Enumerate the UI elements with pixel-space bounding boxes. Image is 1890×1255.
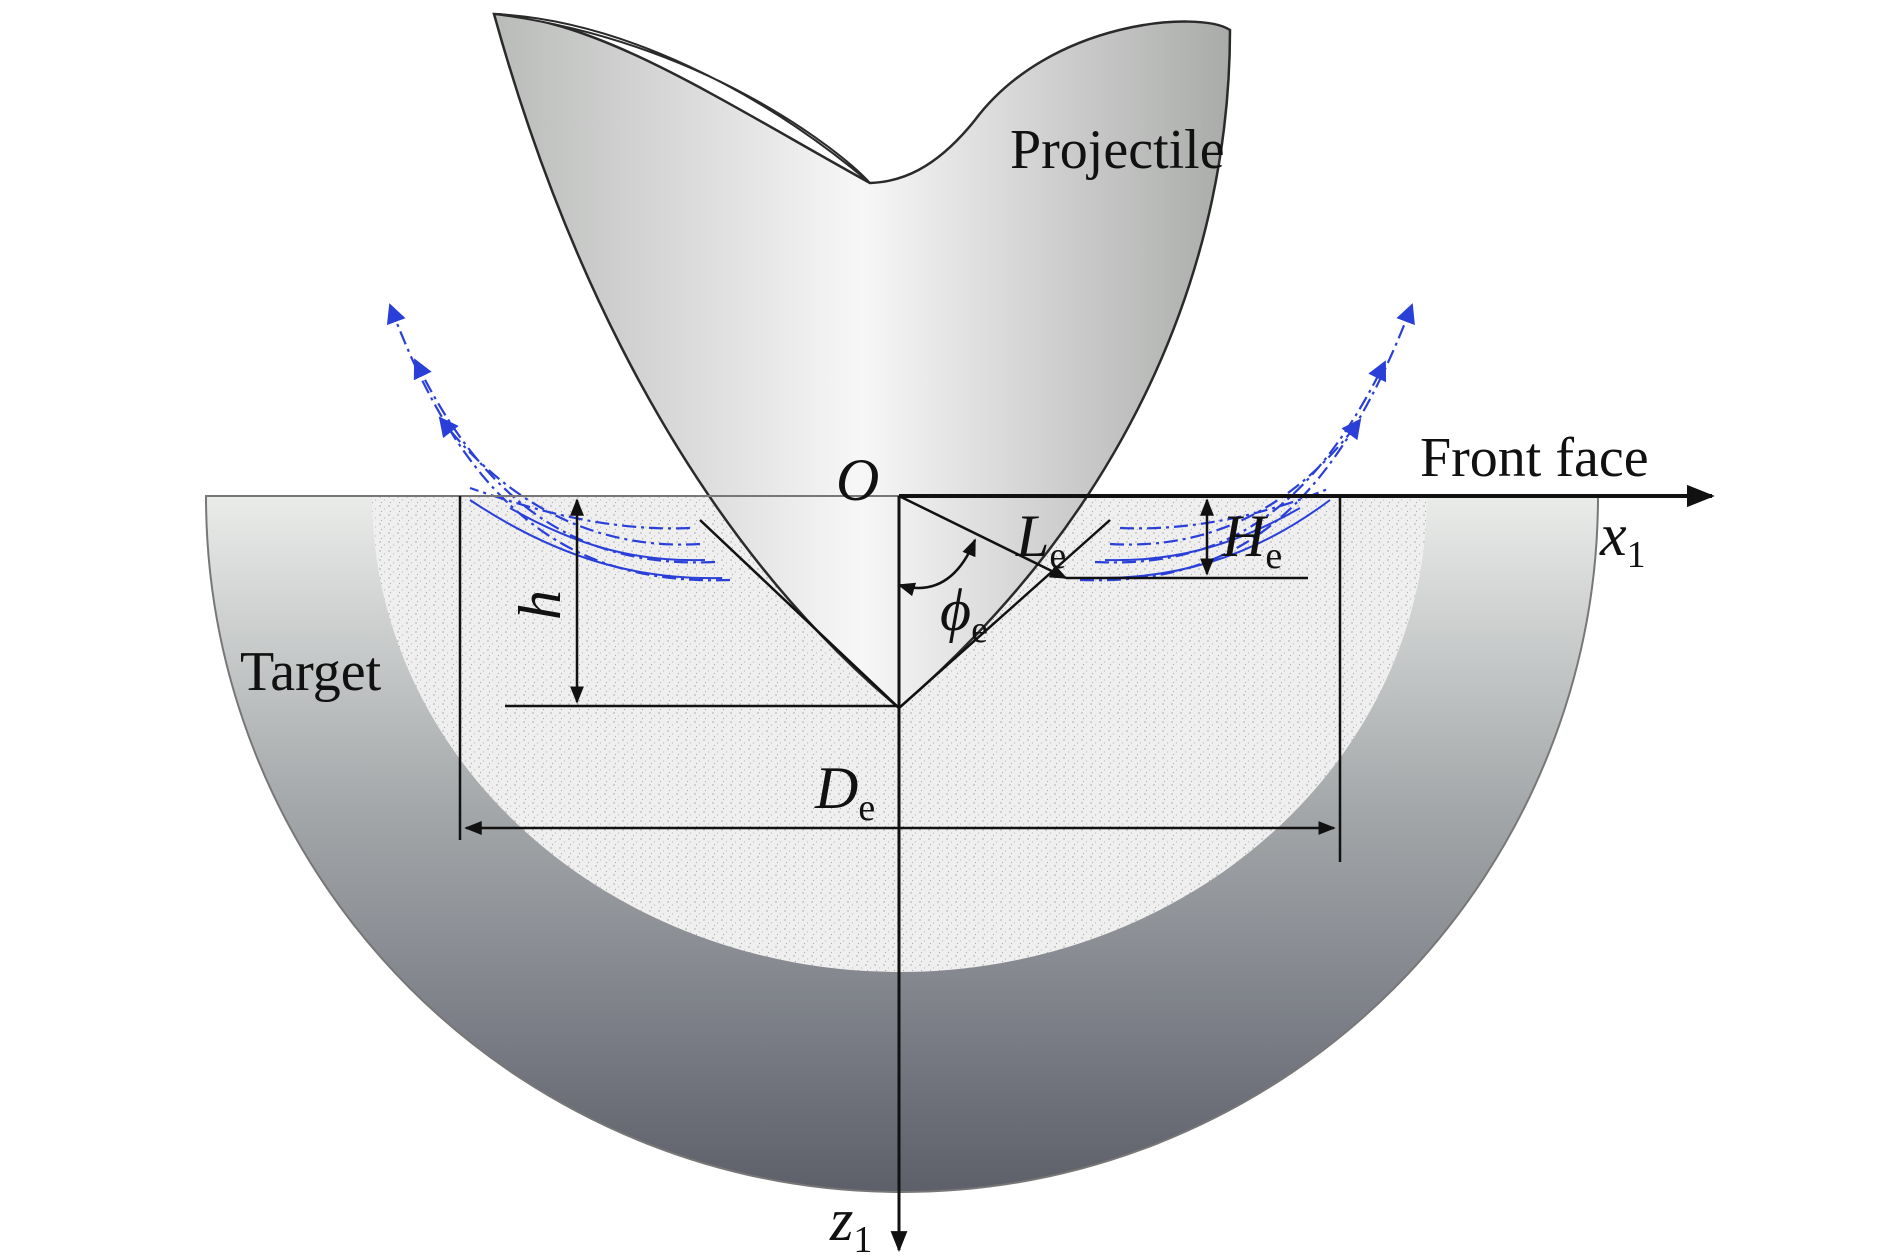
length-label: Le [1015, 503, 1066, 577]
front-face-label: Front face [1420, 427, 1649, 489]
height-sub: e [1265, 535, 1282, 577]
depth-label: h [507, 590, 573, 620]
origin-label: O [836, 447, 879, 513]
z1-axis-sub: 1 [853, 1219, 872, 1255]
angle-label: ϕe [940, 577, 988, 651]
length-main: L [1015, 503, 1049, 569]
x1-axis-sub: 1 [1627, 534, 1646, 576]
length-arrow [898, 494, 1068, 580]
projectile-body [492, 12, 1232, 710]
target-label: Target [240, 641, 382, 703]
projectile [492, 12, 1232, 710]
z1-axis-main: z [829, 1187, 853, 1253]
cone-edge-left [699, 519, 900, 709]
height-label: He [1221, 503, 1282, 577]
angle-main: ϕ [940, 577, 971, 643]
cone-edge-right [898, 519, 1111, 709]
flow-arrows-left [386, 303, 731, 582]
diameter-main: D [814, 755, 858, 821]
flow-arrows-left-solid [469, 499, 723, 580]
angle-sub: e [971, 609, 988, 651]
angle-arc [897, 538, 977, 597]
projectile-label: Projectile [1010, 119, 1225, 181]
projectile-top-opening [493, 13, 871, 184]
x1-axis-label: x1 [1599, 502, 1646, 576]
height-main: H [1221, 503, 1269, 569]
x1-axis-main: x [1599, 502, 1627, 568]
z1-axis-label: z1 [829, 1187, 872, 1255]
diameter-label: De [814, 755, 875, 829]
diameter-sub: e [858, 787, 875, 829]
length-sub: e [1049, 535, 1066, 577]
